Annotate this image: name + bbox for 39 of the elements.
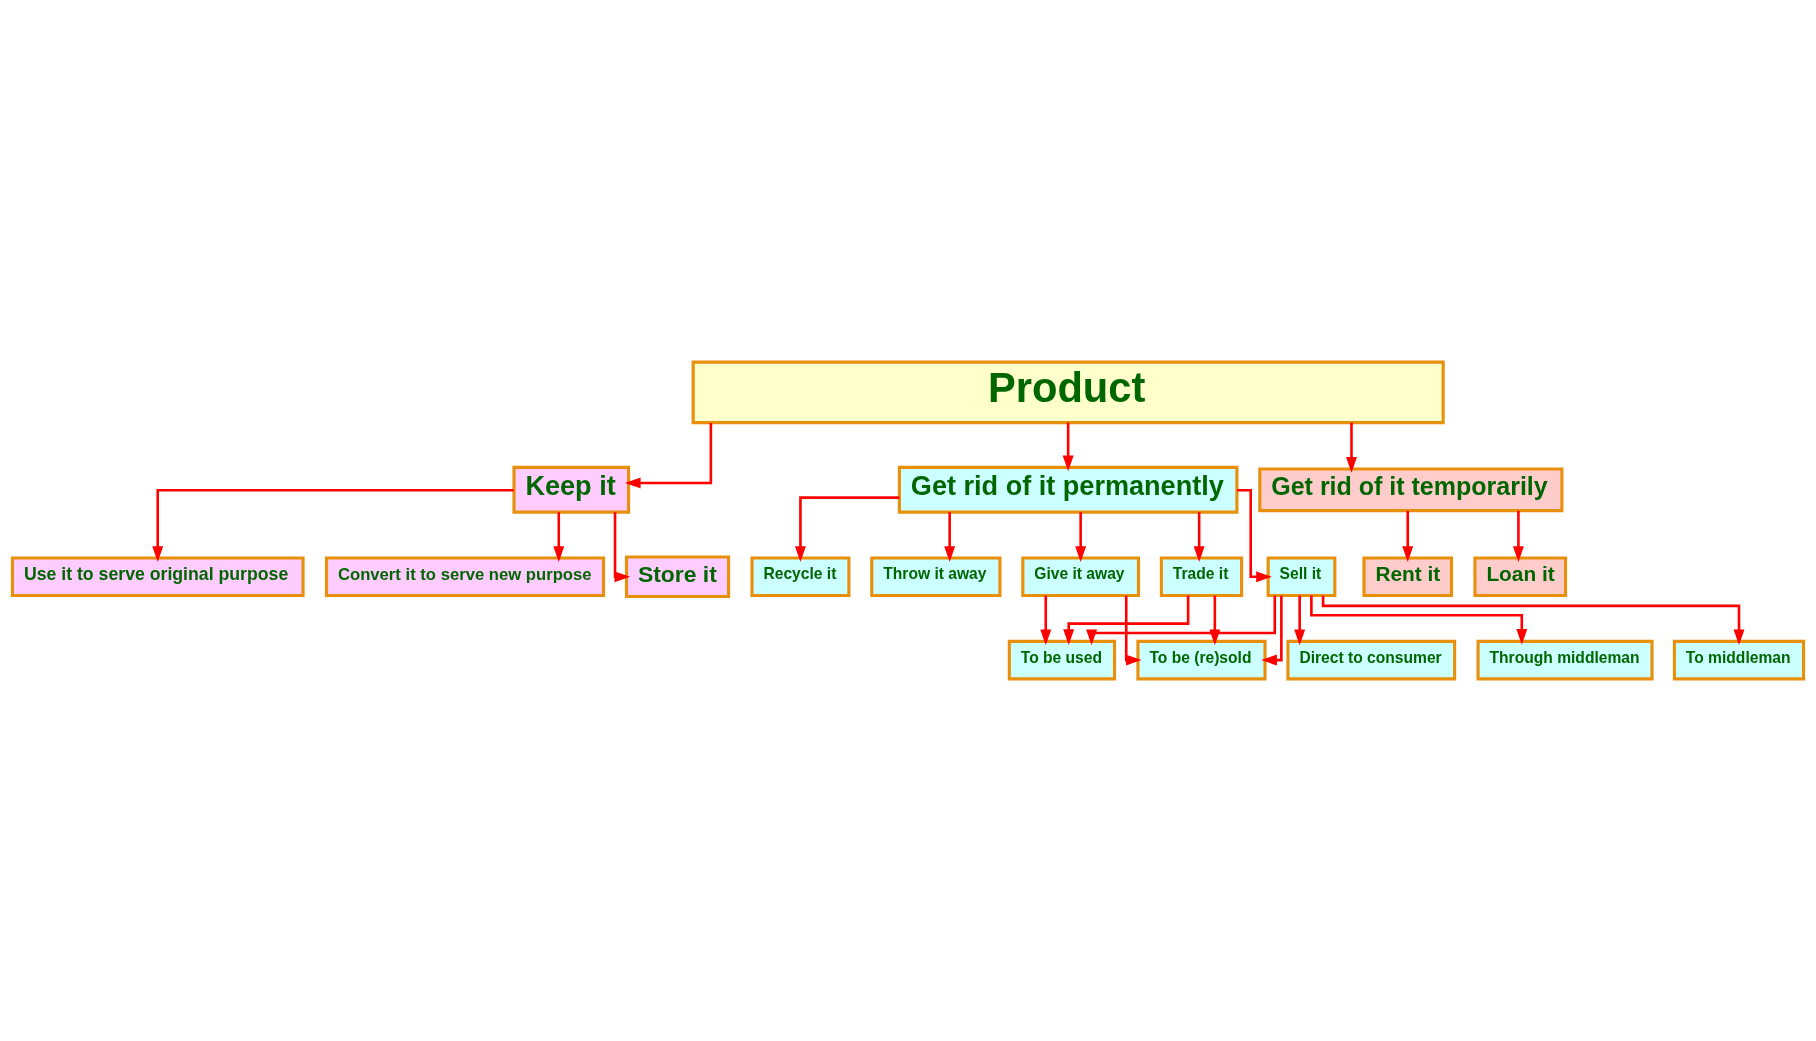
arrow <box>794 496 900 562</box>
arrow <box>1512 510 1524 562</box>
node-box: Product <box>691 360 1445 425</box>
arrow <box>1124 595 1142 666</box>
node-box: Convert it to serve new purpose <box>324 556 606 598</box>
arrow <box>1237 489 1272 583</box>
arrow <box>1062 422 1074 472</box>
node-box: Through middleman <box>1476 639 1654 681</box>
node-box: Get rid of it permanently <box>897 465 1239 514</box>
node-box: Sell it <box>1266 556 1337 598</box>
arrow <box>1294 595 1306 646</box>
node-box: Use it to serve original purpose <box>10 556 305 598</box>
arrow <box>1040 595 1052 646</box>
arrow <box>1075 512 1087 562</box>
node-box: Recycle it <box>750 556 851 598</box>
node-box: Keep it <box>512 465 631 514</box>
arrow <box>1261 595 1283 666</box>
arrow <box>152 489 514 562</box>
arrow <box>553 512 565 562</box>
node-box: Trade it <box>1159 556 1244 598</box>
node-box: Give it away <box>1021 556 1141 598</box>
arrow <box>1063 595 1190 645</box>
node-box: To be (re)sold <box>1136 639 1267 681</box>
arrow <box>1321 595 1745 646</box>
arrow <box>624 423 713 489</box>
node-box: Loan it <box>1473 556 1568 598</box>
arrow <box>944 512 956 562</box>
arrow <box>1193 512 1205 562</box>
arrow <box>613 512 631 583</box>
arrow <box>1402 510 1414 562</box>
node-box: To middleman <box>1672 639 1806 681</box>
node-box: Rent it <box>1362 556 1454 598</box>
arrow <box>1310 595 1528 645</box>
node-box: Get rid of it temporarily <box>1258 467 1564 513</box>
node-box: Direct to consumer <box>1286 639 1457 681</box>
node-box: Store it <box>624 555 731 599</box>
node-box: Throw it away <box>870 556 1002 598</box>
arrow <box>1346 422 1357 473</box>
node-box: To be used <box>1007 639 1117 681</box>
